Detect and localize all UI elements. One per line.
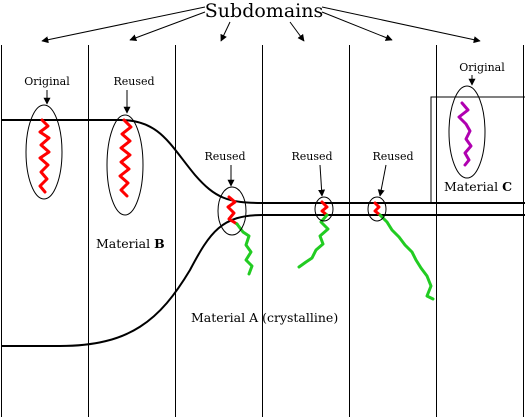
material-b-prefix: Material [96, 236, 154, 251]
title-arrow [129, 11, 206, 42]
label-arrow [377, 164, 387, 197]
material-c-box [349, 96, 525, 204]
title-arrow [220, 21, 231, 42]
label-arrows [43, 75, 476, 197]
material-c-prefix: Material [444, 179, 502, 194]
label-arrow [318, 164, 326, 197]
label-original-left: Original [24, 75, 70, 88]
material-c-name: C [502, 179, 512, 194]
chain-green-3 [378, 213, 435, 301]
label-reused-1: Reused [113, 75, 154, 88]
ellipse-reused-3 [314, 196, 334, 222]
ellipse-reused-1 [106, 114, 144, 216]
diagram-title: Subdomains [205, 0, 323, 22]
chain-green-2 [297, 213, 330, 269]
material-b-label: Material B [96, 236, 165, 251]
chains [38, 101, 473, 301]
label-reused-4: Reused [372, 150, 413, 163]
chain-red-original [38, 118, 51, 194]
title-arrow [321, 11, 393, 41]
title-arrow [41, 6, 206, 44]
chain-red-reused-3 [320, 200, 329, 217]
subdomain-boundaries [1, 45, 524, 417]
ellipse-original-right [448, 85, 486, 179]
ellipse-reused-2 [217, 186, 247, 236]
material-a-boundary [1, 214, 525, 347]
material-b-boundary [1, 119, 525, 204]
label-original-right: Original [459, 61, 505, 74]
chain-red-reused-1 [118, 118, 133, 198]
material-a-label: Material A (crystalline) [191, 310, 338, 325]
label-reused-3: Reused [291, 150, 332, 163]
ellipse-reused-4 [367, 196, 387, 222]
chain-purple-original [457, 101, 473, 167]
ellipse-original-left [25, 104, 63, 200]
material-c-label: Material C [444, 179, 512, 194]
chain-highlights [25, 85, 486, 236]
title-arrow [321, 6, 481, 44]
title-arrow [289, 21, 305, 42]
label-reused-2: Reused [204, 150, 245, 163]
title-arrows [41, 6, 481, 44]
material-b-name: B [154, 236, 165, 251]
chain-red-reused-4 [373, 201, 382, 217]
chain-red-reused-2 [226, 195, 239, 226]
chain-green-1 [235, 222, 254, 276]
